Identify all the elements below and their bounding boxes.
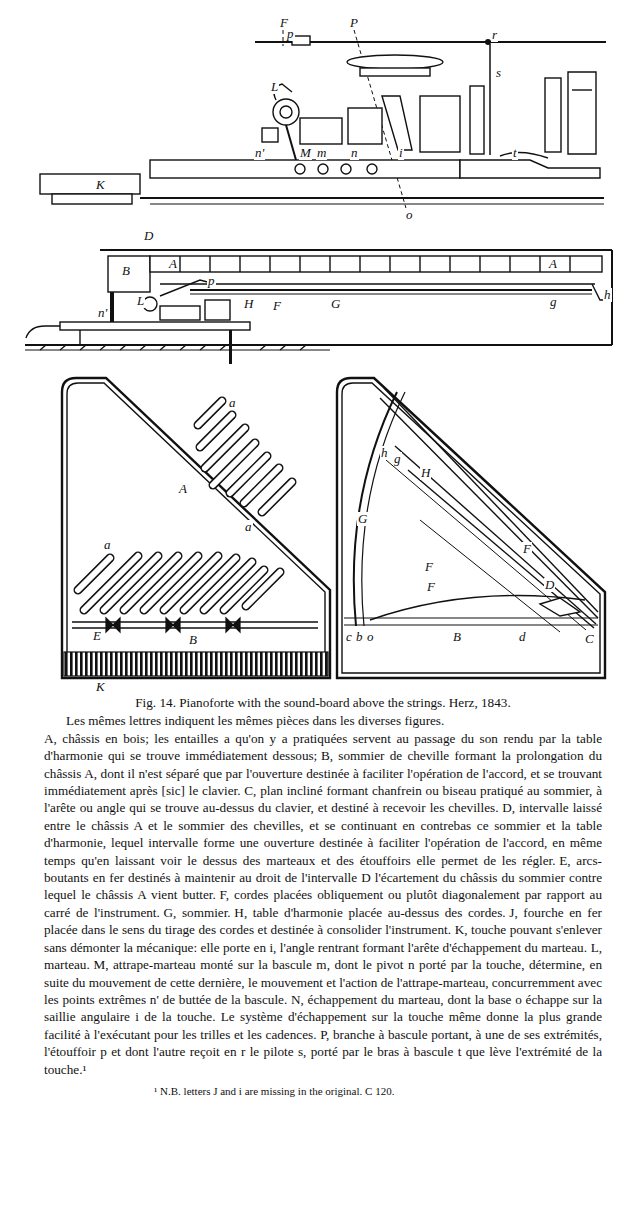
callout-letter: A (178, 482, 188, 496)
callout-letter: d (518, 630, 527, 644)
action-view (40, 30, 606, 215)
callout-letter: A (548, 257, 558, 271)
section-view (25, 250, 612, 364)
callout-letter: a (228, 396, 237, 410)
callout-letter: s (495, 66, 502, 80)
callout-letter: g (549, 295, 558, 309)
callout-letter: F (272, 299, 282, 313)
caption-text: Fig. 14. Pianoforte with the sound-board… (44, 694, 602, 1098)
callout-letter: G (357, 512, 368, 526)
part-description: H, table d'harmonie placée au-dessus des… (234, 905, 505, 920)
callout-letter: L (270, 80, 279, 94)
callout-letter: F (426, 580, 436, 594)
strings-plan (337, 378, 605, 678)
callout-letter: i (398, 146, 404, 160)
part-description: G, sommier. (164, 905, 231, 920)
piano-illustration (0, 0, 640, 700)
callout-letter: L (136, 294, 145, 308)
callout-letter: K (95, 178, 106, 192)
callout-letter: K (95, 680, 106, 694)
callout-letter: m (316, 146, 327, 160)
callout-letter: a (244, 520, 253, 534)
callout-letter: p (207, 274, 216, 288)
callout-letter: n' (97, 306, 108, 320)
callout-letter: h (380, 446, 389, 460)
callout-letter: F (522, 542, 532, 556)
callout-letter: r (491, 28, 498, 42)
callout-letter: B (452, 630, 462, 644)
callout-letter: o (366, 630, 375, 644)
callout-letter: n' (254, 146, 265, 160)
callout-letter: a (103, 538, 112, 552)
callout-letter: D (143, 229, 154, 243)
callout-letter: H (243, 297, 254, 311)
callout-letter: p (286, 27, 295, 41)
callout-letter: M (299, 146, 312, 160)
frame-plan (62, 378, 330, 678)
intro-line: Les mêmes lettres indiquent les mêmes pi… (44, 712, 602, 729)
figure-caption: Fig. 14. Pianoforte with the sound-board… (44, 694, 602, 711)
legend-paragraph: A, châssis en bois; les entailles a qu'o… (44, 730, 602, 1078)
callout-letter: G (330, 297, 341, 311)
callout-letter: D (544, 578, 555, 592)
callout-letter: n (350, 146, 359, 160)
callout-letter: h (603, 288, 612, 302)
callout-letter: A (168, 257, 178, 271)
callout-letter: H (420, 466, 431, 480)
callout-letter: b (355, 630, 364, 644)
callout-letter: F (424, 560, 434, 574)
callout-letter: B (121, 264, 131, 278)
callout-letter: g (393, 452, 402, 466)
callout-letter: c (345, 630, 353, 644)
callout-letter: t (512, 146, 518, 160)
callout-letter: E (92, 629, 102, 643)
callout-letter: B (188, 633, 198, 647)
callout-letter: P (349, 16, 359, 30)
callout-letter: o (405, 208, 414, 222)
callout-letter: C (584, 632, 595, 646)
footnote: ¹ N.B. letters J and i are missing in th… (44, 1084, 602, 1098)
